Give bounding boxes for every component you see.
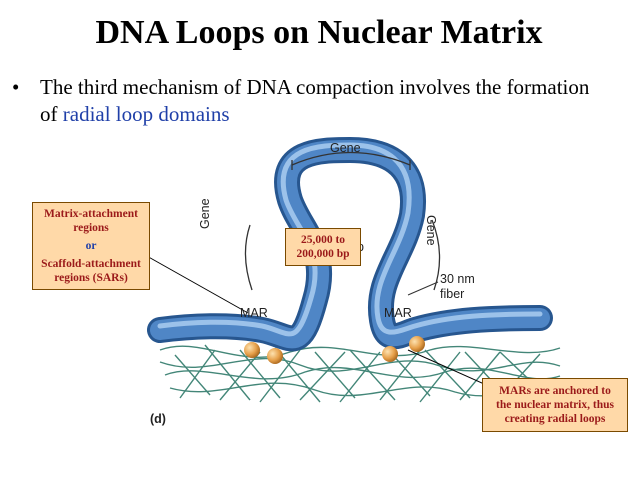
bullet-text-main: The third mechanism of DNA compaction in… <box>40 75 590 126</box>
mar-callout-line2: regions <box>73 222 109 234</box>
fiber-label-line2: fiber <box>440 287 465 301</box>
gene-label-top: Gene <box>330 141 361 155</box>
panel-label: (d) <box>150 412 166 426</box>
size-callout-line2: 200,000 bp <box>296 248 350 260</box>
mar-label-left: MAR <box>240 306 268 320</box>
loop-size-callout-box: 25,000 to 200,000 bp <box>285 228 361 266</box>
mar-callout-or: or <box>85 240 97 252</box>
anchor-callout-box: MARs are anchored to the nuclear matrix,… <box>482 378 628 432</box>
mar-protein <box>244 342 260 358</box>
fiber-label-line1: 30 nm <box>440 272 475 286</box>
chromatin-fiber <box>150 139 550 349</box>
size-callout-line1: 25,000 to <box>300 234 346 246</box>
chromatin-fiber-highlight <box>157 142 543 337</box>
mar-protein <box>267 348 283 364</box>
gene-brackets <box>244 151 441 291</box>
bullet-point: • The third mechanism of DNA compaction … <box>12 74 612 128</box>
mar-leader-line <box>144 254 249 314</box>
gene-label-left: Gene <box>198 198 212 229</box>
bullet-text: The third mechanism of DNA compaction in… <box>40 74 612 128</box>
gene-label-right: Gene <box>424 215 438 246</box>
mar-protein <box>382 346 398 362</box>
anchor-callout-line2: the nuclear matrix, thus <box>496 399 614 411</box>
anchor-callout-line1: MARs are anchored to <box>499 385 611 397</box>
bullet-marker: • <box>12 75 20 99</box>
mar-protein <box>409 336 425 352</box>
bullet-highlight: radial loop domains <box>62 102 230 126</box>
mar-callout-line1: Matrix-attachment <box>44 208 138 220</box>
mar-label-right: MAR <box>384 306 412 320</box>
mar-callout-box: Matrix-attachment regions or Scaffold-at… <box>32 202 150 290</box>
page-title: DNA Loops on Nuclear Matrix <box>95 14 543 51</box>
mar-callout-line4: regions (SARs) <box>54 272 128 284</box>
mar-callout-line3: Scaffold-attachment <box>41 258 141 270</box>
anchor-callout-line3: creating radial loops <box>504 413 606 425</box>
fiber-leader-line <box>407 281 439 296</box>
